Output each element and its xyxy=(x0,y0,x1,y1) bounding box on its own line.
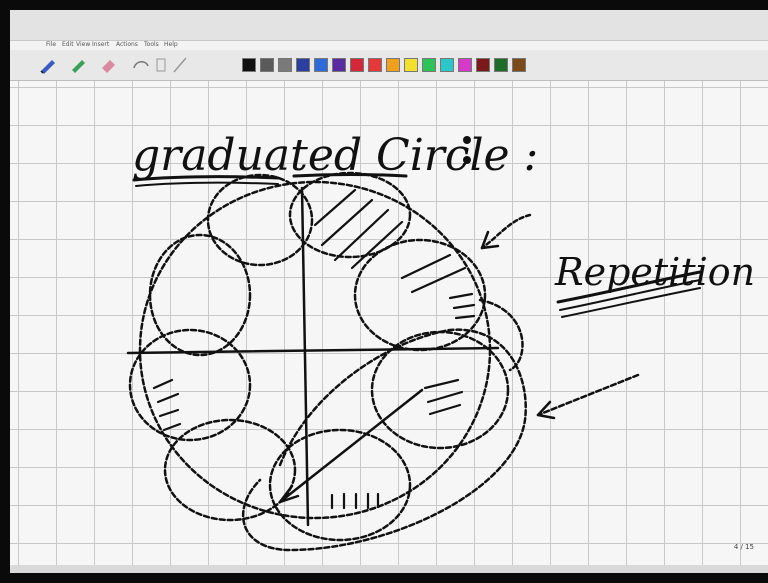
color-swatch[interactable] xyxy=(350,58,364,72)
color-swatch[interactable] xyxy=(296,58,310,72)
bubble-left xyxy=(150,235,250,355)
circle-underline xyxy=(294,175,406,177)
graduated-circle-drawing xyxy=(130,173,526,550)
color-swatch[interactable] xyxy=(332,58,346,72)
pointer-arrows xyxy=(482,215,638,418)
color-swatch[interactable] xyxy=(458,58,472,72)
color-swatch[interactable] xyxy=(278,58,292,72)
color-swatch[interactable] xyxy=(476,58,490,72)
diagonal-line xyxy=(280,390,422,502)
bubble-top-left xyxy=(208,175,312,265)
lower-right-arrow xyxy=(538,375,638,415)
handwritten-ink: graduated Circle : Repetition xyxy=(10,10,768,573)
bubble-lower-left xyxy=(130,330,250,440)
right-arc xyxy=(480,300,522,370)
color-swatch[interactable] xyxy=(260,58,274,72)
heading-underline-2 xyxy=(136,183,278,186)
large-loop xyxy=(243,330,526,550)
top-right-arrow xyxy=(482,215,530,248)
color-swatch[interactable] xyxy=(386,58,400,72)
color-swatch[interactable] xyxy=(314,58,328,72)
color-swatch[interactable] xyxy=(440,58,454,72)
color-swatch[interactable] xyxy=(422,58,436,72)
color-swatch[interactable] xyxy=(494,58,508,72)
journal-window: File Edit View Insert Actions Tools Help… xyxy=(10,10,768,573)
page-indicator: 4 / 15 xyxy=(734,543,754,551)
color-swatch[interactable] xyxy=(242,58,256,72)
color-swatch[interactable] xyxy=(512,58,526,72)
color-swatch[interactable] xyxy=(368,58,382,72)
status-strip xyxy=(10,565,768,573)
color-swatch[interactable] xyxy=(404,58,418,72)
repetition-label: Repetition xyxy=(554,250,755,294)
